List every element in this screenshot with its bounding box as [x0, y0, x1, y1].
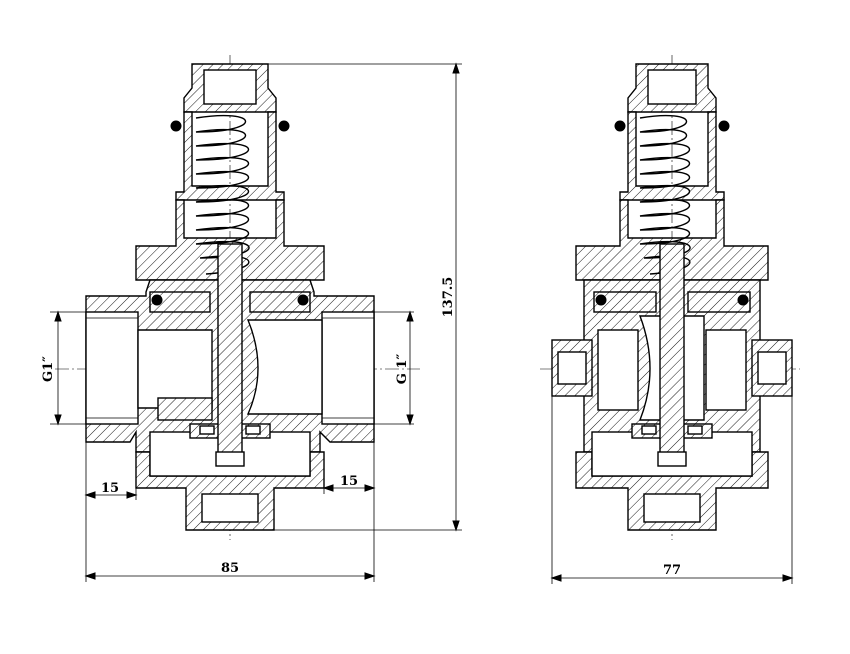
left-section-view: G1″ G 1″ 15 15 [41, 55, 462, 582]
overall-width-left-label: 85 [221, 561, 239, 576]
right-section-view: 77 [540, 55, 800, 584]
dim-outlet-thread: G 1″ [374, 310, 414, 426]
dim-overall-width-left: 85 [84, 494, 376, 582]
dim-left-end-length: 15 [84, 442, 138, 500]
right-end-length-label: 15 [340, 474, 358, 489]
spring-left [195, 114, 250, 275]
left-end-length-label: 15 [101, 481, 119, 496]
inlet-thread-left [86, 317, 138, 419]
outlet-thread-label: G 1″ [395, 354, 410, 385]
overall-height-label: 137.5 [441, 277, 456, 318]
spring-right [639, 114, 691, 275]
dim-overall-width-right: 77 [550, 396, 794, 584]
dim-inlet-thread: G1″ [41, 310, 86, 426]
outlet-thread-right [322, 317, 374, 419]
inlet-thread-label: G1″ [41, 356, 56, 382]
overall-width-right-label: 77 [663, 563, 681, 578]
dim-right-end-length: 15 [322, 442, 376, 494]
dim-overall-height: 137.5 [268, 62, 462, 532]
